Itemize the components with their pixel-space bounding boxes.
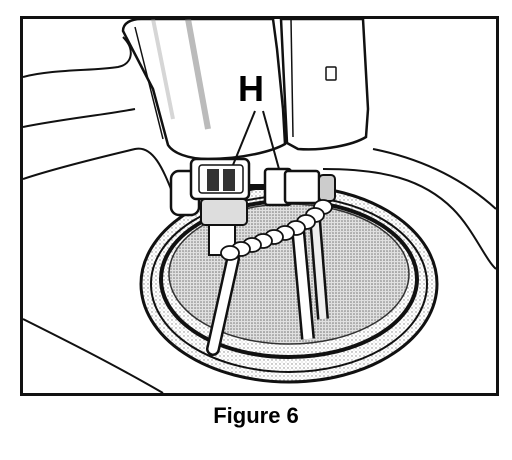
illustration-frame [20, 16, 499, 396]
figure-caption: Figure 6 [213, 403, 299, 428]
callout-label-h: H [238, 68, 264, 109]
electrical-connector [169, 157, 251, 256]
floor-panel [23, 36, 496, 393]
fuel-pump-illustration [23, 19, 496, 393]
hose-connector [249, 167, 336, 207]
callout-leaders [232, 110, 280, 170]
fuel-lines [206, 218, 329, 356]
cover-slot [325, 66, 337, 81]
pump-cover [279, 19, 370, 151]
pump-housing [121, 19, 287, 161]
wiring-harness [220, 199, 333, 261]
